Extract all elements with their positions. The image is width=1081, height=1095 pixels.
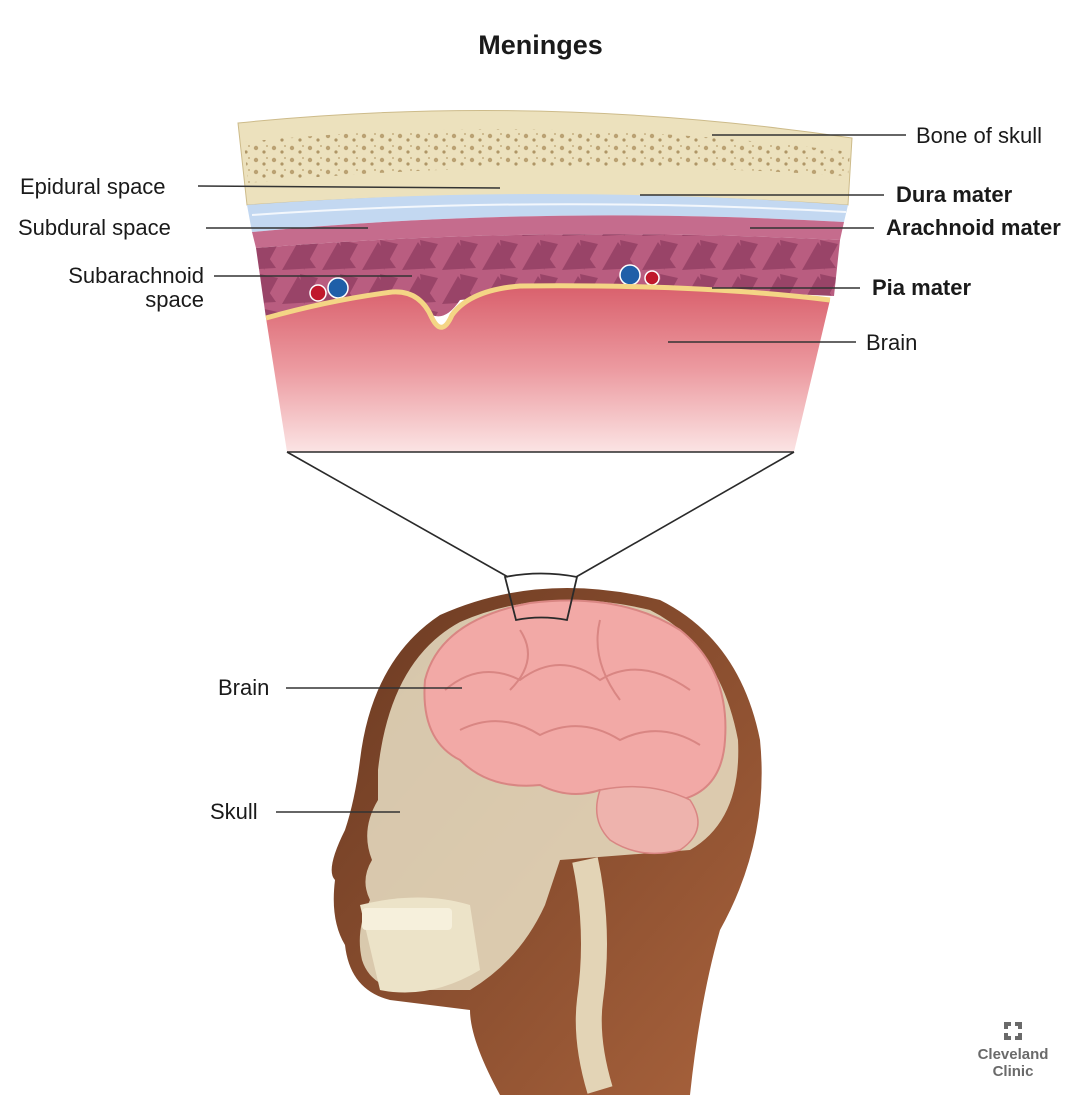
- label-subdural-space: Subdural space: [18, 216, 171, 240]
- label-dura-mater: Dura mater: [896, 183, 1012, 207]
- label-bone-of-skull: Bone of skull: [916, 124, 1042, 148]
- label-skull: Skull: [210, 800, 258, 824]
- blood-vessel-blue: [620, 265, 640, 285]
- logo-line2: Clinic: [968, 1063, 1058, 1080]
- label-brain-head: Brain: [218, 676, 269, 700]
- label-subarachnoid-line1: Subarachnoid: [40, 264, 204, 288]
- spine: [585, 860, 600, 1090]
- blood-vessel-blue: [328, 278, 348, 298]
- teeth: [362, 908, 452, 930]
- blood-vessel-red: [645, 271, 659, 285]
- diagram-title: Meninges: [0, 30, 1081, 61]
- label-brain-detail: Brain: [866, 331, 917, 355]
- logo-line1: Cleveland: [968, 1046, 1058, 1063]
- label-pia-mater: Pia mater: [872, 276, 971, 300]
- label-epidural-space: Epidural space: [20, 175, 166, 199]
- cleveland-clinic-logo: Cleveland Clinic: [968, 1020, 1058, 1080]
- label-arachnoid-mater: Arachnoid mater: [886, 216, 1061, 240]
- cleveland-clinic-mark-icon: [1002, 1020, 1024, 1042]
- blood-vessel-red: [310, 285, 326, 301]
- brain-tissue-layer: [266, 286, 830, 452]
- label-subarachnoid-line2: space: [40, 288, 204, 312]
